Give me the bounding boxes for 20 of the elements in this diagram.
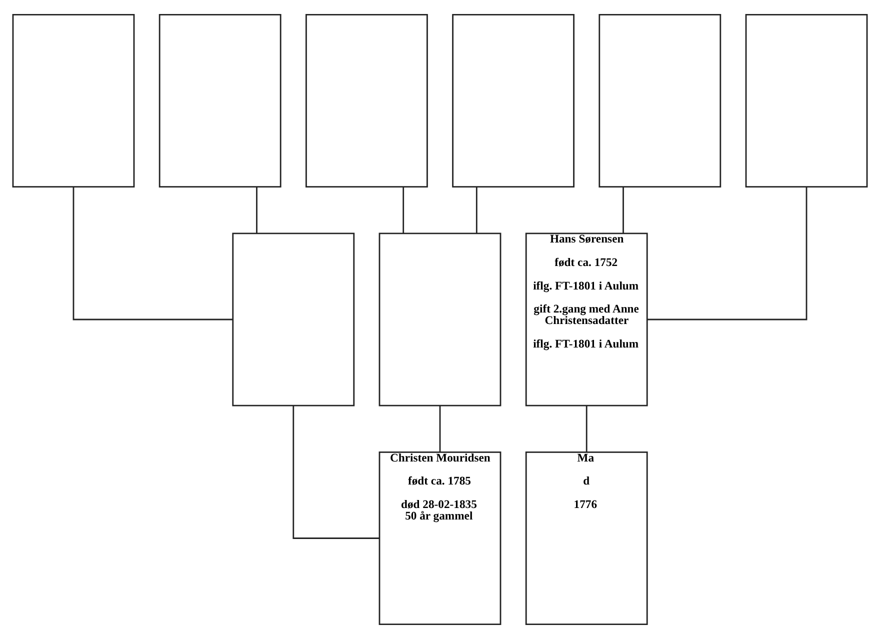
node-box [158,14,282,188]
connector [647,186,808,320]
connector [402,186,404,234]
node-box [232,232,355,406]
connector [72,186,233,320]
node-box: Christen Mouridsen født ca. 1785 død 28-02-1835 50 år gammel [378,451,502,626]
connector [256,186,258,234]
node-box [306,14,428,188]
connector [586,406,588,452]
connector [622,186,624,234]
node-box [745,14,868,188]
node-box [452,14,574,188]
node-box: Hans Sørensen født ca. 1752 iflg. FT-1801 i Aulum gift 2.gang med Anne Christensadatter iflg. FT-1801 i Aulum [525,232,648,406]
connector [439,406,441,452]
connector [476,186,478,234]
node-box [378,232,502,406]
connector [292,406,380,539]
node-box: Ma d 1776 [525,451,648,626]
node-box [598,14,722,188]
node-box [12,14,135,188]
